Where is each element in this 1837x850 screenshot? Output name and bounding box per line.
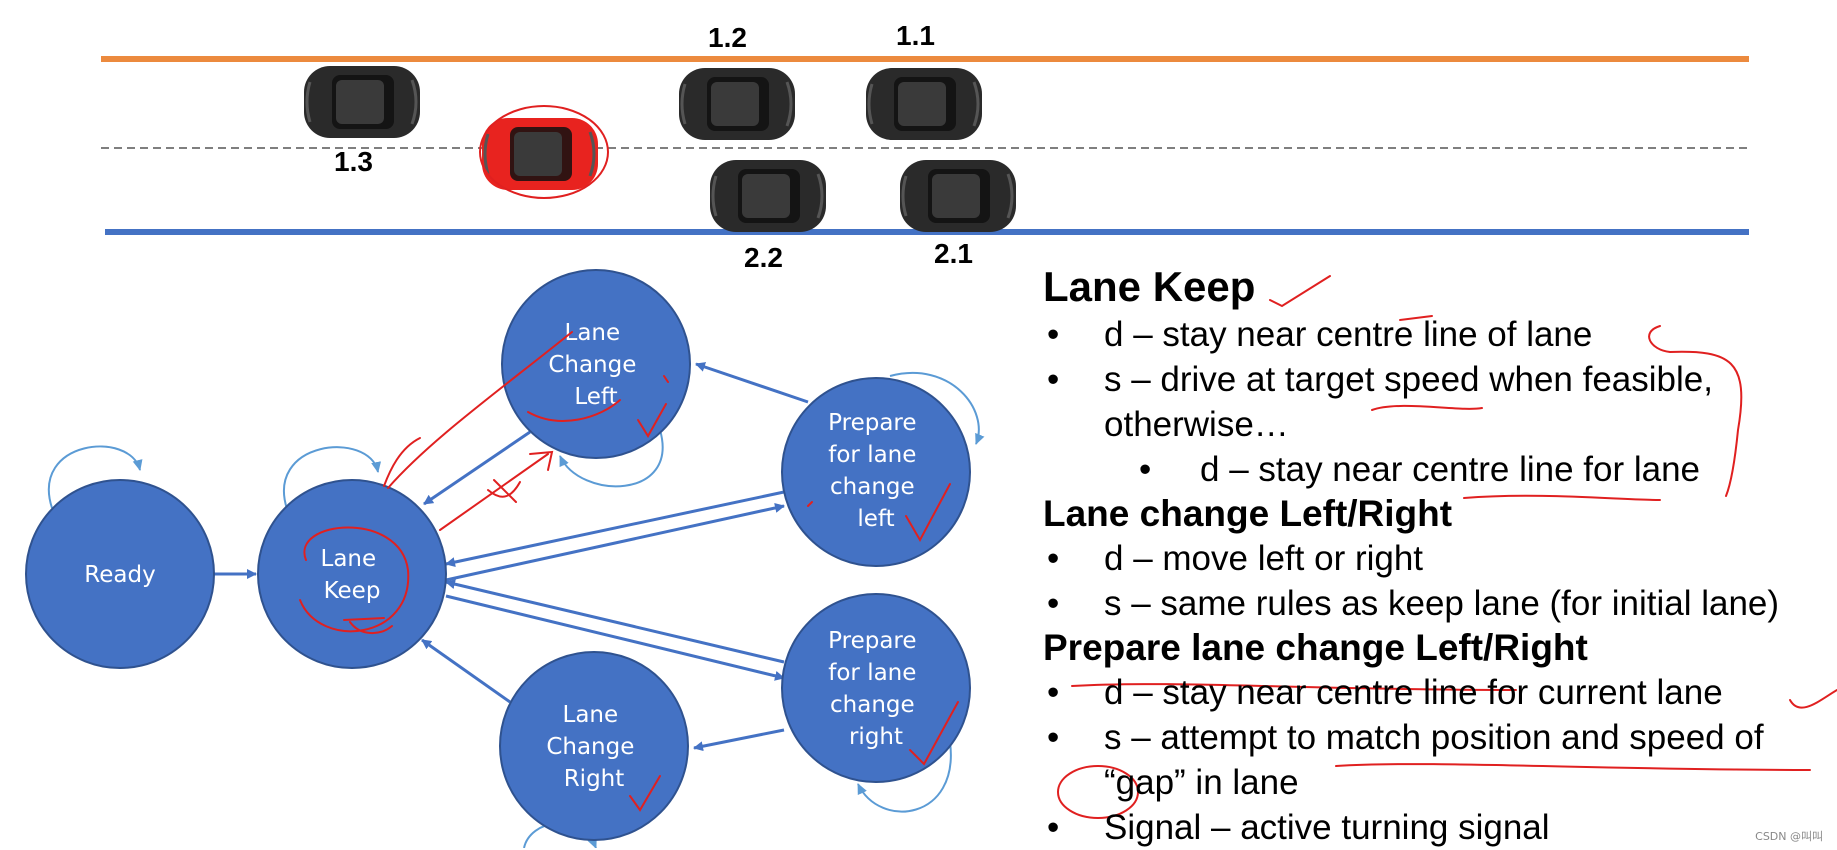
- edge-prepleft-to-lanekeep: [445, 490, 785, 568]
- node-prepare-left: [781, 377, 971, 567]
- loop-ready: [48, 445, 143, 509]
- node-lane-change-right-label: Lane Change Right: [546, 702, 641, 792]
- vehicle-label-1.1: 1.1: [896, 20, 935, 51]
- node-ready: [25, 479, 215, 669]
- lane-keep-bullet: •s – drive at target speed when feasible…: [1047, 360, 1713, 399]
- vehicle-label-2.2: 2.2: [744, 242, 783, 273]
- car-1.3: [302, 64, 422, 140]
- edge-prepright-to-lcr: [693, 728, 785, 752]
- lane-keep-continuation: otherwise…: [1104, 405, 1289, 444]
- loop-prepare-left: [889, 372, 985, 445]
- vehicle-label-1.2: 1.2: [708, 22, 747, 53]
- loop-lane-keep: [283, 446, 382, 513]
- loop-prepare-right: [857, 741, 952, 813]
- node-lane-keep: [257, 479, 447, 669]
- lane-keep-sub-bullet: •d – stay near centre line for lane: [1139, 450, 1701, 489]
- car-2.1: [898, 158, 1018, 234]
- lane-keep-title: Lane Keep: [1043, 263, 1256, 310]
- edge-lcr-to-lanekeep: [421, 638, 511, 704]
- car-1.2: [677, 66, 797, 142]
- edge-lcl-to-lanekeep: [423, 430, 531, 506]
- car-2.2: [708, 158, 828, 234]
- node-ready-label: Ready: [84, 562, 155, 588]
- prepare-last-bullet: •Signal – active turning signal: [1047, 808, 1550, 847]
- vehicle-label-1.3: 1.3: [334, 146, 373, 177]
- vehicle-label-2.1: 2.1: [934, 238, 973, 269]
- node-prepare-left-label: Prepare for lane change left: [828, 410, 924, 532]
- text-annotations: [1057, 275, 1837, 819]
- annotation-ego-circle: [479, 105, 609, 199]
- notes-panel: Lane Keep •d – stay near centre line of …: [1043, 262, 1837, 850]
- prepare-bullet: •s – attempt to match position and speed…: [1047, 718, 1764, 757]
- node-lane-change-left: [501, 269, 691, 459]
- edge-prepleft-to-lcl: [695, 362, 809, 404]
- lane-keep-bullet: •d – stay near centre line of lane: [1047, 315, 1593, 354]
- lane-change-title: Lane change Left/Right: [1043, 493, 1453, 534]
- prepare-title: Prepare lane change Left/Right: [1043, 627, 1588, 668]
- node-lane-change-left-label: Lane Change Left: [548, 320, 643, 410]
- prepare-bullet: •d – stay near centre line for current l…: [1047, 673, 1723, 712]
- ego-car: [480, 116, 600, 192]
- lane-change-bullet: •d – move left or right: [1047, 539, 1424, 578]
- node-prepare-right-label: Prepare for lane change right: [828, 628, 924, 750]
- node-lane-change-right: [499, 651, 689, 841]
- loop-lane-change-left: [559, 429, 664, 488]
- node-prepare-right: [781, 593, 971, 783]
- car-1.1: [864, 66, 984, 142]
- handwritten-annotations: [299, 331, 959, 812]
- edge-prepright-to-lanekeep: [445, 579, 785, 664]
- edge-lanekeep-to-prepleft: [445, 503, 785, 582]
- edge-lanekeep-to-prepright: [445, 594, 785, 681]
- node-lane-keep-label: Lane Keep: [321, 546, 384, 604]
- watermark: CSDN @叫叫: [1755, 830, 1823, 843]
- prepare-continuation: “gap” in lane: [1104, 763, 1299, 802]
- lane-change-bullet: •s – same rules as keep lane (for initia…: [1047, 584, 1780, 623]
